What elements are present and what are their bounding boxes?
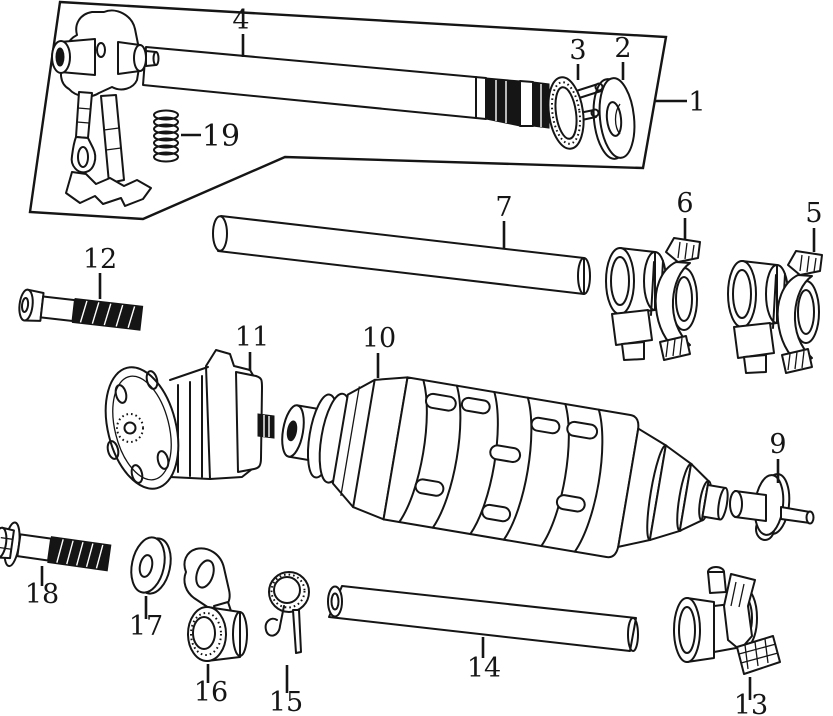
label-17: 17 xyxy=(129,611,163,642)
label-1: 1 xyxy=(688,87,705,118)
label-14: 14 xyxy=(467,653,501,684)
label-12: 12 xyxy=(83,244,117,275)
part-14-fork-shaft xyxy=(327,585,639,652)
part-15-torsion-spring xyxy=(264,571,310,654)
part-5-shift-fork xyxy=(727,250,823,374)
part-19-spring xyxy=(153,109,179,163)
label-15: 15 xyxy=(269,687,303,716)
label-5: 5 xyxy=(805,198,822,229)
part-12-bolt xyxy=(18,288,144,331)
part-13-shift-fork xyxy=(673,566,781,675)
part-9-stopper-pin xyxy=(729,473,815,541)
part-4-gearshift-shaft xyxy=(142,46,550,129)
part-1-assembly-box xyxy=(28,0,668,221)
label-6: 6 xyxy=(676,188,693,219)
part-6-shift-fork xyxy=(605,237,701,361)
part-16-stopper-arm xyxy=(183,547,248,662)
part-2-washer xyxy=(592,77,636,160)
part-10-shift-drum xyxy=(281,376,729,559)
label-18: 18 xyxy=(25,579,59,610)
label-13: 13 xyxy=(734,690,768,716)
label-10: 10 xyxy=(362,323,396,354)
part-7-fork-shaft xyxy=(212,215,591,295)
label-19: 19 xyxy=(202,119,240,154)
part-3-ratchet-spring xyxy=(547,76,604,150)
label-2: 2 xyxy=(614,33,631,64)
label-4: 4 xyxy=(232,5,249,36)
part-17-washer xyxy=(130,536,172,595)
label-3: 3 xyxy=(569,35,586,66)
label-11: 11 xyxy=(235,322,269,353)
label-7: 7 xyxy=(495,192,512,223)
part-11-shift-cam-plate xyxy=(104,349,275,490)
gearshift-spindle-arm xyxy=(51,9,160,207)
label-9: 9 xyxy=(769,429,786,460)
part-18-flange-bolt xyxy=(0,521,112,572)
label-16: 16 xyxy=(194,677,228,708)
